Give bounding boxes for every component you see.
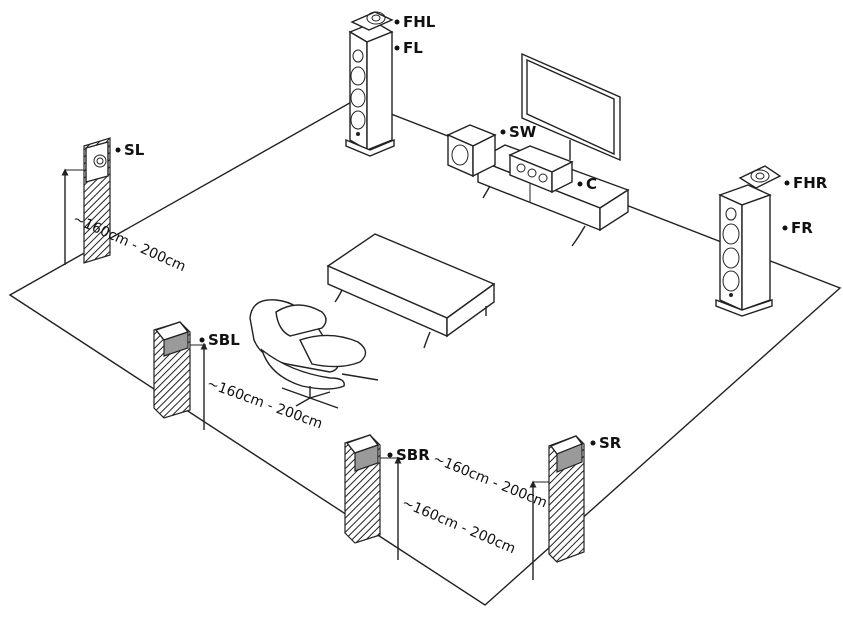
- front-height-right-module: [738, 165, 782, 189]
- label-fl-text: FL: [403, 39, 423, 57]
- label-sbr: SBR: [387, 446, 430, 464]
- label-fhl-text: FHL: [403, 13, 436, 31]
- lounge-chair: [249, 299, 379, 409]
- tv-screen: [521, 52, 621, 162]
- label-sbr-text: SBR: [396, 446, 430, 464]
- label-sbl-text: SBL: [208, 331, 240, 349]
- label-fr: FR: [782, 219, 813, 237]
- front-right-speaker: [715, 184, 773, 317]
- label-fhr-text: FHR: [793, 174, 828, 192]
- label-sw: SW: [500, 123, 537, 141]
- surround-back-right-speaker: [344, 434, 402, 560]
- label-sr: SR: [590, 434, 622, 452]
- label-fr-text: FR: [791, 219, 813, 237]
- surround-back-left-speaker: [153, 321, 208, 430]
- label-c-text: C: [586, 175, 597, 193]
- label-c: C: [577, 175, 597, 193]
- front-height-left-module: [350, 11, 394, 31]
- label-fhr: FHR: [784, 174, 828, 192]
- label-sr-text: SR: [599, 434, 622, 452]
- label-fl: FL: [394, 39, 423, 57]
- front-left-speaker: [345, 21, 395, 157]
- label-fhl: FHL: [394, 13, 436, 31]
- room-floor: [8, 99, 842, 606]
- dimension-sbr-height: ~160cm - 200cm: [399, 495, 517, 557]
- label-sl: SL: [115, 141, 145, 159]
- label-sw-text: SW: [509, 123, 537, 141]
- center-speaker: [508, 145, 574, 194]
- label-sbl: SBL: [199, 331, 240, 349]
- surround-right-speaker: [529, 435, 585, 580]
- dimension-sbr-sr-height: ~160cm - 200cm: [431, 451, 550, 511]
- coffee-table: [326, 233, 496, 349]
- surround-left-speaker: [61, 137, 111, 265]
- label-sl-text: SL: [124, 141, 145, 159]
- subwoofer: [446, 124, 497, 178]
